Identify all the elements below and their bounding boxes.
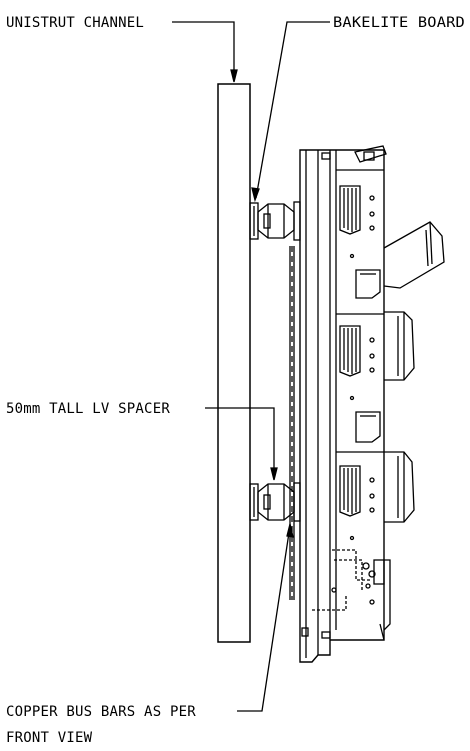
- lv-spacer-upper: [249, 201, 301, 241]
- bakelite-board-label: BAKELITE BOARD: [333, 15, 465, 31]
- lv-spacer-label: 50mm TALL LV SPACER: [6, 401, 170, 417]
- copper-bus-bars-label-line2: FRONT VIEW: [6, 730, 93, 746]
- unistrut-channel: [217, 83, 251, 643]
- panel-assembly: [299, 145, 445, 663]
- leader-lv-spacer: [205, 407, 278, 481]
- leader-copper-bus-bars: [237, 523, 294, 712]
- leader-bakelite: [251, 21, 330, 203]
- unistrut-channel-label: UNISTRUT CHANNEL: [6, 15, 144, 31]
- copper-bus-bars-label-line1: COPPER BUS BARS AS PER: [6, 704, 196, 720]
- copper-bus-bars: [289, 246, 295, 600]
- leader-unistrut: [172, 21, 238, 83]
